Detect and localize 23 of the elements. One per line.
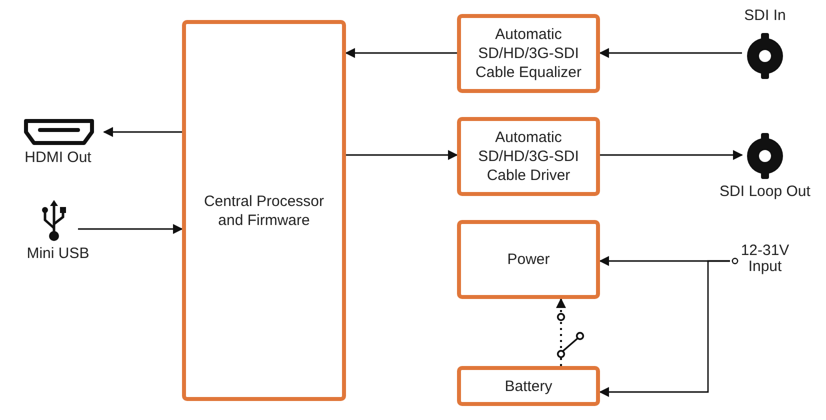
arrow [346, 150, 458, 160]
port-label: SDI Loop Out [720, 182, 810, 201]
dashed-arrow [556, 298, 566, 366]
arrow [600, 150, 743, 160]
port-label: SDI In [744, 6, 786, 25]
input-label: 12-31V Input [740, 243, 790, 275]
arrow [78, 224, 183, 234]
box-label: Battery [504, 376, 552, 396]
arrow [103, 127, 182, 137]
process-box [457, 117, 600, 196]
box-label: Automatic SD/HD/3G-SDI Cable Driver [477, 128, 580, 185]
port-label: HDMI Out [24, 148, 92, 167]
process-box [182, 20, 346, 401]
box-label: Central Processor and Firmware [202, 192, 326, 230]
box-label: Automatic SD/HD/3G-SDI Cable Equalizer [474, 25, 582, 82]
box-label: Power [507, 250, 550, 269]
process-box [457, 14, 600, 93]
port-label: Mini USB [26, 244, 90, 263]
process-box [457, 220, 600, 299]
arrow [599, 260, 730, 397]
arrow [345, 48, 457, 58]
arrow [599, 48, 742, 58]
process-box [457, 366, 600, 406]
